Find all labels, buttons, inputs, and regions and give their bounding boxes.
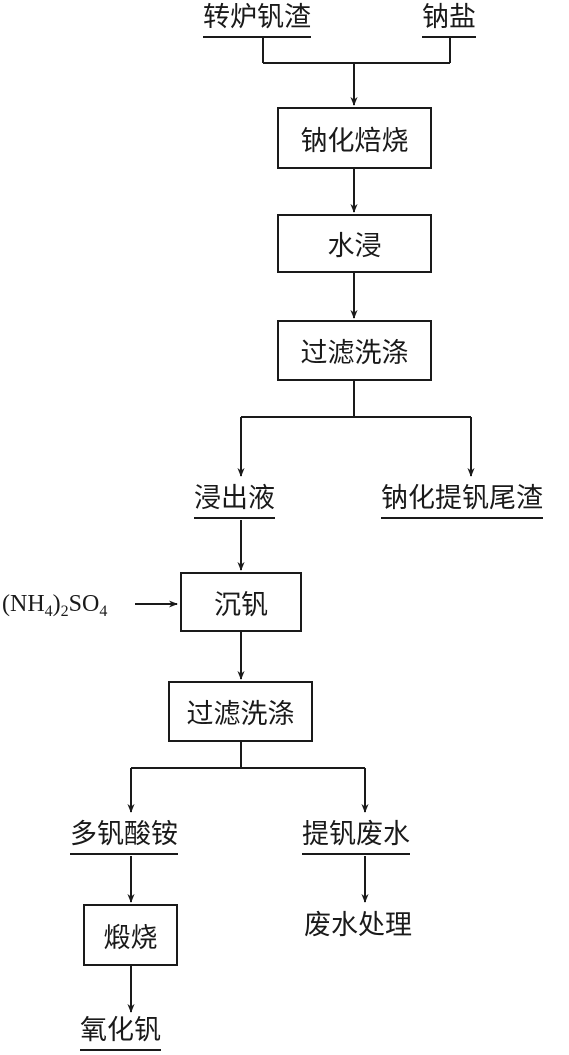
step-filter2-box: 过滤洗涤 bbox=[168, 681, 313, 742]
step-roast-box: 钠化焙烧 bbox=[277, 107, 432, 169]
product-treatment-label: 废水处理 bbox=[304, 910, 412, 941]
step-filter1-box: 过滤洗涤 bbox=[277, 320, 432, 381]
input-slag-label: 转炉钒渣 bbox=[203, 3, 311, 38]
step-filter2-label: 过滤洗涤 bbox=[186, 699, 295, 730]
step-calcine-box: 煅烧 bbox=[83, 904, 178, 966]
step-leach-box: 水浸 bbox=[277, 214, 432, 273]
reagent-ammonium-sulfate: (NH4)2SO4 bbox=[2, 591, 108, 620]
step-roast-label: 钠化焙烧 bbox=[300, 125, 409, 157]
step-precipitate-label: 沉钒 bbox=[214, 589, 268, 621]
step-filter1-label: 过滤洗涤 bbox=[300, 338, 409, 369]
product-apv-label: 多钒酸铵 bbox=[70, 820, 178, 855]
product-leachate-label: 浸出液 bbox=[194, 484, 275, 519]
product-tailings-label: 钠化提钒尾渣 bbox=[381, 484, 543, 519]
product-wastewater-label: 提钒废水 bbox=[302, 820, 410, 855]
step-precipitate-box: 沉钒 bbox=[180, 572, 302, 632]
step-leach-label: 水浸 bbox=[327, 231, 382, 262]
product-oxide-label: 氧化钒 bbox=[80, 1016, 161, 1051]
input-salt-label: 钠盐 bbox=[422, 3, 476, 38]
step-calcine-label: 煅烧 bbox=[103, 922, 158, 954]
